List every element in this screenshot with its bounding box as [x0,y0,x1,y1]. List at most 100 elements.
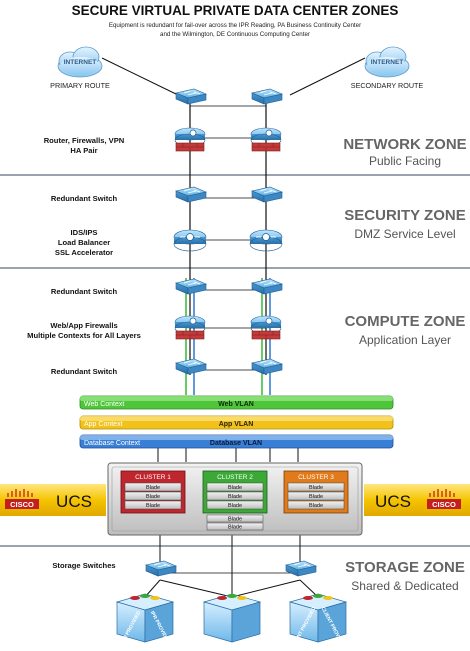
unassigned-blades: Blade Blade [206,514,264,531]
ucs-label-right: UCS [375,492,411,511]
cisco-brand-right: CISCO [432,500,456,509]
ids-label-2: Load Balancer [58,238,110,247]
router-firewall-icon [250,127,282,152]
cisco-logo-icon: CISCO [5,489,39,509]
blade-label: Blade [146,503,160,509]
web-context-label: Web Context [84,401,124,408]
zone-subtitle-security: DMZ Service Level [354,227,455,241]
switch-icon [251,358,283,375]
switch-icon [175,88,207,105]
zone-title-network: NETWORK ZONE [343,136,466,153]
blade [124,500,182,510]
blade-label: Blade [228,525,242,531]
web-fw-label-1: Web/App Firewalls [50,321,117,330]
secondary-route-label: SECONDARY ROUTE [351,81,424,90]
blade-label: Blade [228,485,242,491]
primary-route-label: PRIMARY ROUTE [50,81,110,90]
zone-titles: NETWORK ZONE Public Facing SECURITY ZONE… [343,136,466,593]
cluster-3-title: CLUSTER 3 [298,474,334,481]
blade [206,482,264,492]
blade [206,491,264,501]
ucs-to-storage-cables [144,534,319,598]
web-vlan-label: Web VLAN [218,401,254,408]
router-firewall-icon [174,127,206,152]
ucs-band-right: UCS CISCO [364,484,470,516]
blade-label: Blade [309,494,323,500]
ucs-band-left: CISCO UCS [0,484,106,516]
zone-subtitle-storage: Shared & Dedicated [351,579,458,593]
zone-subtitle-compute: Application Layer [359,333,451,347]
switch-icon [145,560,177,577]
ids-icon [173,229,207,252]
blade [287,500,345,510]
blade-label: Blade [309,503,323,509]
storage-array-icon [202,593,262,643]
cluster-3: CLUSTER 3 Blade Blade Blade [283,470,349,514]
zone-subtitle-network: Public Facing [369,154,441,168]
app-vlan-label: App VLAN [219,421,254,428]
cloud-right-shape [364,46,410,78]
router-label-2: HA Pair [70,146,97,155]
primary-route-line [101,57,179,96]
diagram-title: SECURE VIRTUAL PRIVATE DATA CENTER ZONES [72,3,399,18]
storage-array-icon: CLIENT PROVIDED CLIENT PROVIDED [288,593,348,649]
switch-icon [175,278,207,295]
blade-label: Blade [309,485,323,491]
switch-icon [175,358,207,375]
blade [287,491,345,501]
secondary-route-line [289,57,366,96]
zone-dividers [0,174,470,547]
ids-label-3: SSL Accelerator [55,248,113,257]
subtitle-line-1: Equipment is redundant for fail-over acr… [109,22,361,29]
blade [287,482,345,492]
blade [124,482,182,492]
redundant-switch-label-3: Redundant Switch [51,367,118,376]
redundant-switch-label-2: Redundant Switch [51,287,118,296]
ucs-label-left: UCS [56,492,92,511]
switch-icon [285,560,317,577]
cisco-brand-left: CISCO [10,500,34,509]
left-labels: Router, Firewalls, VPN HA Pair Redundant… [27,136,141,570]
blade [206,500,264,510]
app-context-label: App Context [84,421,123,428]
cloud-left-label: INTERNET [64,59,97,66]
cluster-1: CLUSTER 1 Blade Blade Blade [120,470,186,514]
cloud-left-shape [57,46,103,78]
blade [206,522,264,531]
web-fw-label-2: Multiple Contexts for All Layers [27,331,141,340]
vlan-bar-app: App Context App VLAN [79,415,394,430]
vlan-bar-database: Database Context Database VLAN [79,434,394,449]
blade-label: Blade [146,485,160,491]
zone-title-compute: COMPUTE ZONE [345,313,466,330]
database-context-label: Database Context [84,440,140,447]
blade-label: Blade [228,494,242,500]
cluster-2: CLUSTER 2 Blade Blade Blade [202,470,268,514]
blade-label: Blade [228,517,242,523]
zone-title-storage: STORAGE ZONE [345,559,465,576]
subtitle-line-2: and the Wilmington, DE Continuous Comput… [160,31,310,38]
switch-icon [175,186,207,203]
blade [124,491,182,501]
storage-array-icon: IPR PROVIDED IPR PROVIDED [115,593,175,645]
zone-title-security: SECURITY ZONE [344,207,465,224]
cisco-logo-icon: CISCO [427,489,461,509]
ids-label-1: IDS/IPS [70,228,97,237]
cloud-right-label: INTERNET [371,59,404,66]
redundant-switch-label-1: Redundant Switch [51,194,118,203]
blade-label: Blade [146,494,160,500]
cloud-icon: INTERNET [364,46,410,78]
vlan-bar-web: Web Context Web VLAN [79,395,394,410]
ids-icon [249,229,283,252]
blade [206,514,264,523]
switch-icon [251,88,283,105]
database-vlan-label: Database VLAN [210,440,262,447]
router-firewall-icon [174,315,206,340]
router-label-1: Router, Firewalls, VPN [44,136,125,145]
cluster-1-title: CLUSTER 1 [135,474,171,481]
switch-icon [251,278,283,295]
cloud-icon: INTERNET [57,46,103,78]
blade-label: Blade [228,503,242,509]
router-firewall-icon [250,315,282,340]
